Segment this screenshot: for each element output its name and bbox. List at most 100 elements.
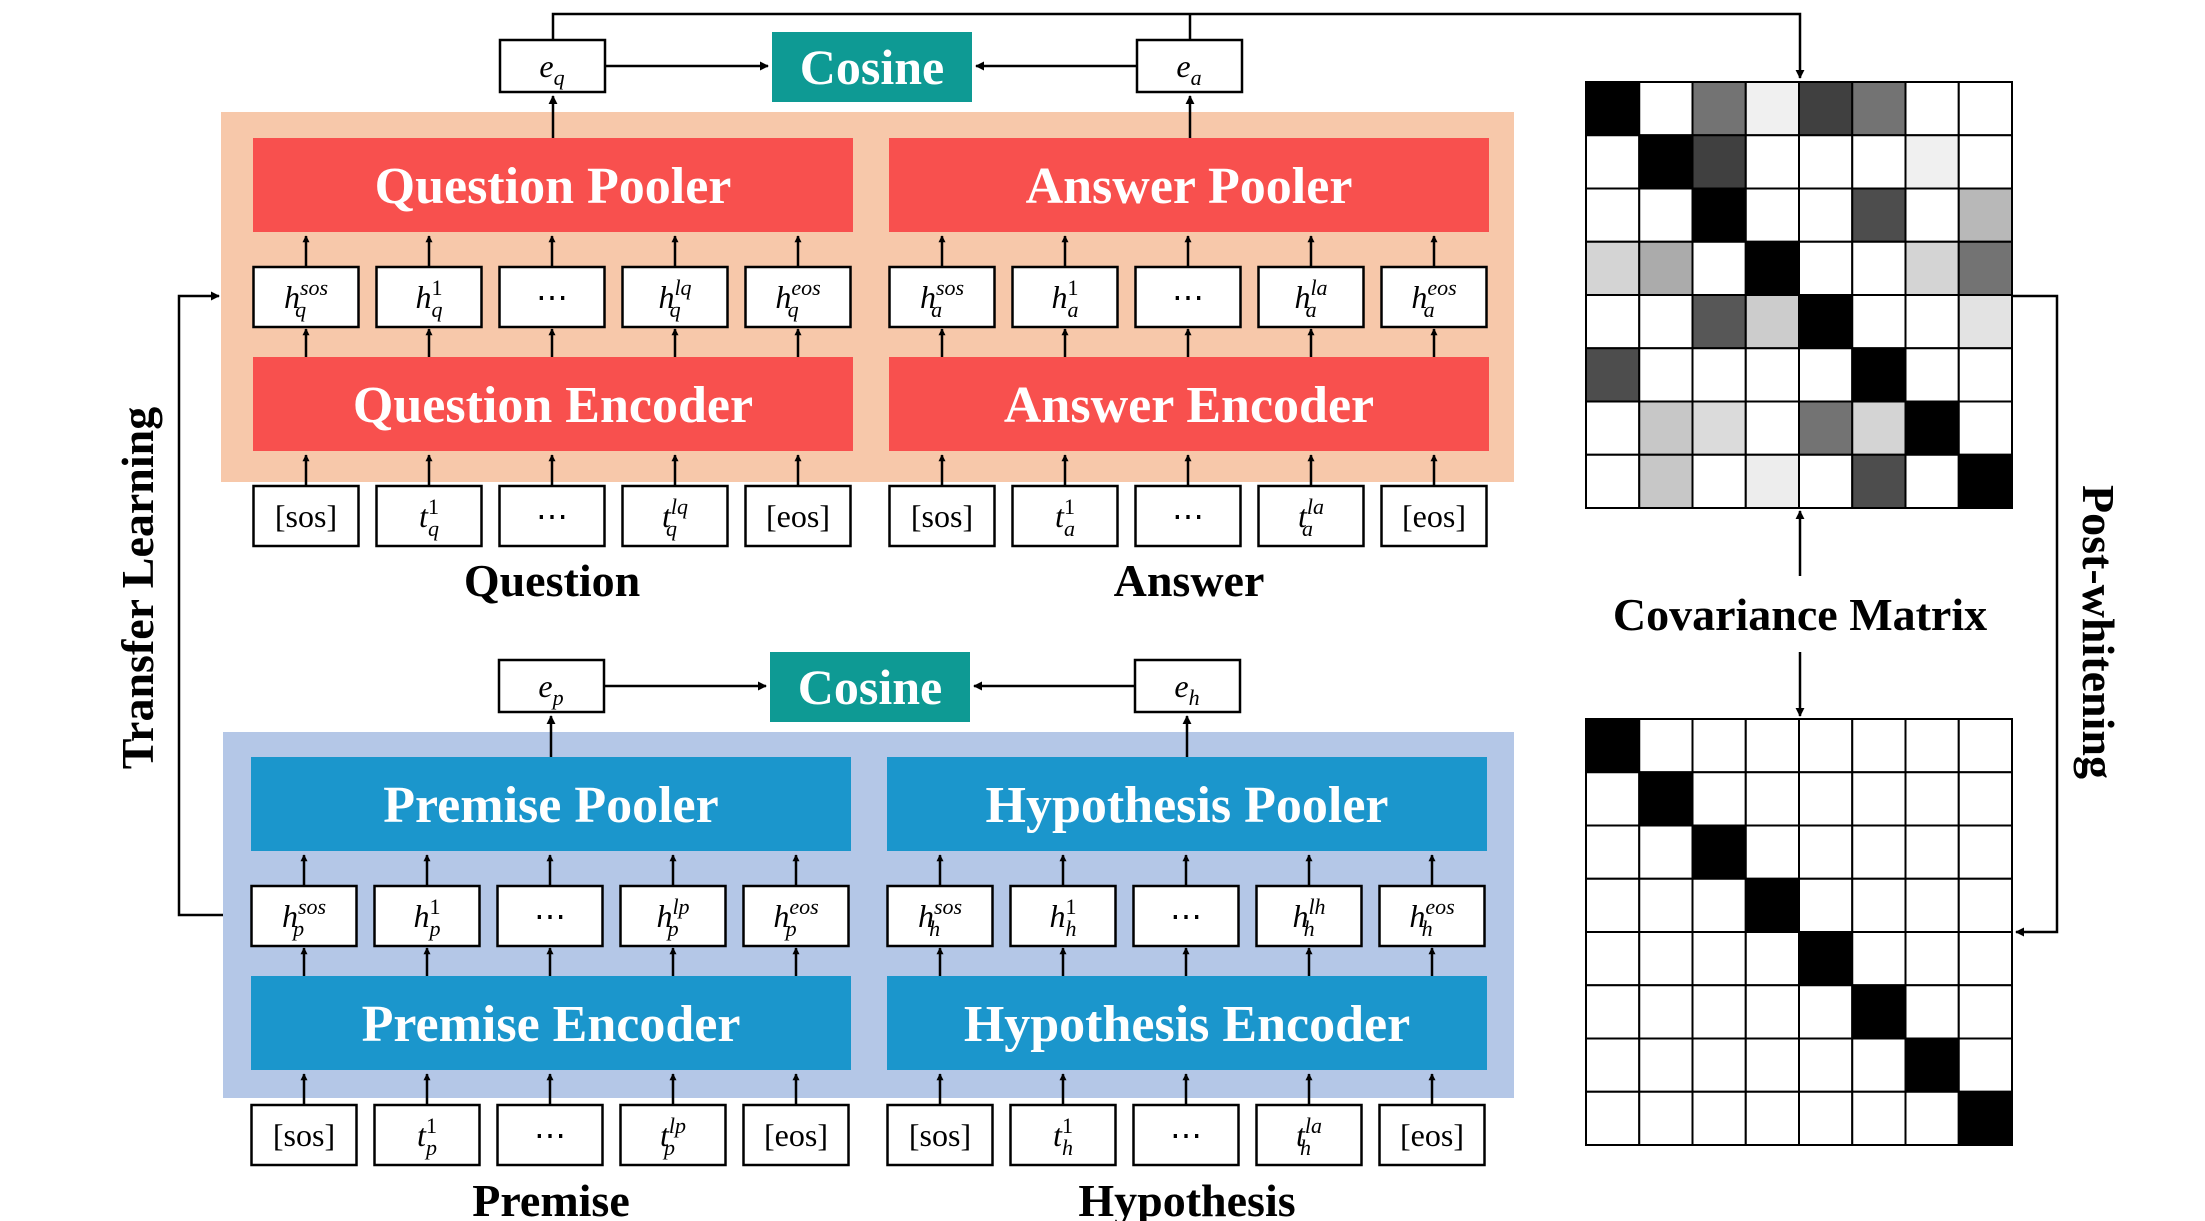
token-label: ⋯	[1170, 1117, 1202, 1153]
hidden-state-label: ⋯	[536, 279, 568, 315]
matrix-cell	[1638, 294, 1694, 350]
question-embedding-label: eq	[539, 48, 564, 90]
matrix-cell	[1957, 771, 2013, 827]
token-box	[1257, 484, 1365, 548]
hidden-state-box	[886, 884, 994, 948]
hidden-state-box	[1257, 265, 1365, 329]
matrix-cell	[1851, 400, 1907, 456]
matrix-cell	[1957, 824, 2013, 880]
matrix-cell	[1798, 347, 1854, 403]
matrix-cell	[1585, 294, 1641, 350]
token-box	[1380, 484, 1488, 548]
matrix-cell	[1638, 240, 1694, 296]
hidden-state-box	[1134, 265, 1242, 329]
matrix-cell	[1638, 400, 1694, 456]
covariance-matrix-label: Covariance Matrix	[1613, 589, 1987, 640]
matrix-cell	[1957, 877, 2013, 933]
matrix-cell	[1904, 877, 1960, 933]
matrix-cell	[1798, 294, 1854, 350]
matrix-cell	[1585, 824, 1641, 880]
matrix-cell	[1904, 400, 1960, 456]
matrix-cell	[1744, 984, 1800, 1040]
matrix-cell	[1798, 187, 1854, 243]
matrix-cell	[1585, 134, 1641, 190]
matrix-cell	[1851, 877, 1907, 933]
nli-cosine-label: Cosine	[798, 659, 942, 715]
answer-pooler-block	[889, 138, 1489, 232]
matrix-cell	[1744, 824, 1800, 880]
matrix-cell	[1851, 294, 1907, 350]
token-label: [sos]	[275, 498, 337, 534]
answer-encoder-block	[889, 357, 1489, 451]
matrix-cell	[1638, 347, 1694, 403]
matrix-cell	[1957, 400, 2013, 456]
matrix-cell	[1691, 81, 1747, 137]
matrix-cell	[1585, 81, 1641, 137]
matrix-cell	[1638, 1037, 1694, 1093]
matrix-cell	[1744, 718, 1800, 774]
hidden-state-box	[744, 265, 852, 329]
question-caption: Question	[464, 555, 640, 606]
hidden-state-box	[742, 884, 850, 948]
hypothesis-caption: Hypothesis	[1078, 1175, 1295, 1221]
matrix-cell	[1744, 240, 1800, 296]
hidden-state-box	[621, 265, 729, 329]
matrix-cell	[1691, 453, 1747, 509]
matrix-cell	[1798, 134, 1854, 190]
matrix-cell	[1851, 347, 1907, 403]
matrix-cell	[1691, 984, 1747, 1040]
hypothesis-embedding-label: eh	[1174, 668, 1199, 710]
hypothesis-embedding-box	[1133, 658, 1242, 714]
premise-embedding-box	[497, 658, 606, 714]
hidden-state-box	[375, 265, 483, 329]
hidden-state-box	[1380, 265, 1488, 329]
token-box	[375, 484, 483, 548]
covariance-matrix-before	[1585, 81, 2013, 509]
matrix-cell	[1904, 1090, 1960, 1146]
matrix-cell	[1851, 1090, 1907, 1146]
matrix-cell	[1691, 877, 1747, 933]
token-box	[1011, 484, 1119, 548]
matrix-cell	[1851, 1037, 1907, 1093]
matrix-cell	[1585, 347, 1641, 403]
matrix-cell	[1957, 81, 2013, 137]
matrix-cell	[1798, 824, 1854, 880]
matrix-cell	[1744, 400, 1800, 456]
matrix-cell	[1691, 931, 1747, 987]
matrix-cell	[1798, 240, 1854, 296]
token-label: ⋯	[534, 1117, 566, 1153]
matrix-cell	[1904, 240, 1960, 296]
matrix-cell	[1851, 984, 1907, 1040]
token-label: [eos]	[766, 498, 830, 534]
matrix-cell	[1904, 81, 1960, 137]
matrix-cell	[1691, 187, 1747, 243]
matrix-cell	[1585, 984, 1641, 1040]
hidden-state-box	[1255, 884, 1363, 948]
matrix-cell	[1957, 931, 2013, 987]
qa-section: eq ea Cosine Question Pooler Answer Pool…	[221, 12, 1805, 606]
matrix-cell	[1904, 134, 1960, 190]
matrix-cell	[1691, 1090, 1747, 1146]
hypothesis-encoder-label: Hypothesis Encoder	[964, 996, 1410, 1053]
matrix-cell	[1691, 347, 1747, 403]
hidden-state-box	[498, 265, 606, 329]
matrix-cell	[1851, 240, 1907, 296]
matrix-cell	[1638, 187, 1694, 243]
matrix-cell	[1585, 877, 1641, 933]
matrix-cell	[1691, 824, 1747, 880]
matrix-cell	[1744, 877, 1800, 933]
token-box	[886, 1103, 994, 1167]
